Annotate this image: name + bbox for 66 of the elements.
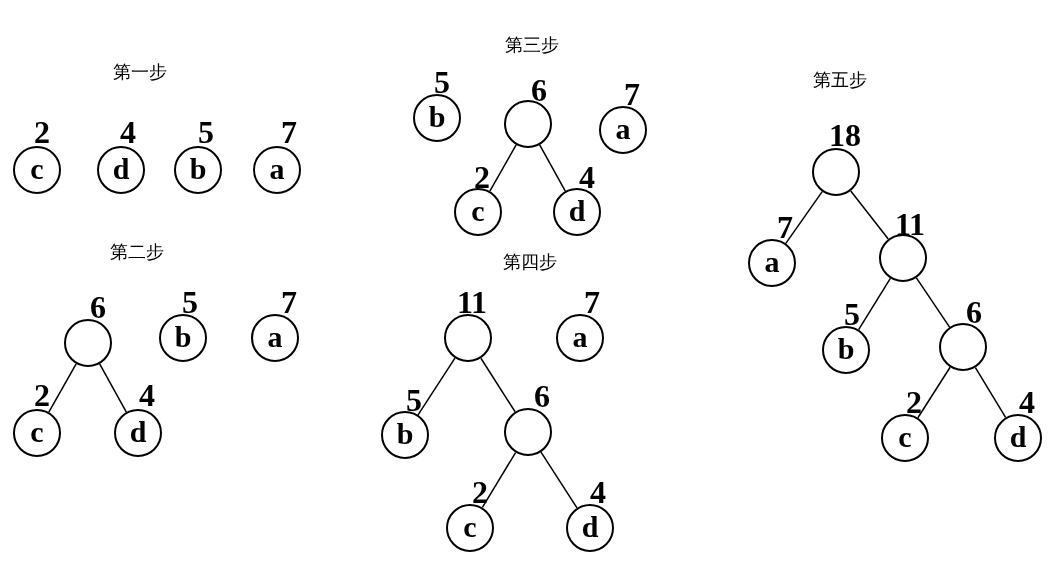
node-letter: d — [128, 416, 148, 447]
weight-number: 6 — [534, 381, 550, 411]
node-letter: a — [266, 321, 284, 352]
tree-edge — [857, 277, 892, 331]
tree-edge — [98, 363, 128, 413]
weight-number: 11 — [894, 209, 926, 239]
weight-number: 2 — [474, 162, 490, 192]
weight-number: 11 — [456, 287, 488, 317]
weight-number: 2 — [34, 117, 50, 147]
node-letter: c — [29, 153, 45, 184]
node-letter: b — [188, 153, 208, 184]
weight-number: 6 — [90, 292, 106, 322]
node-letter: d — [1008, 421, 1028, 452]
tree-edge — [540, 451, 578, 509]
step-title: 第五步 — [813, 70, 867, 90]
weight-number: 5 — [844, 299, 860, 329]
tree-edge — [917, 366, 951, 419]
tree-edge — [48, 363, 77, 413]
weight-number: 4 — [579, 162, 595, 192]
weight-number: 5 — [406, 385, 422, 415]
weight-number: 4 — [120, 117, 136, 147]
node-letter: a — [763, 246, 781, 277]
tree-edge — [850, 190, 889, 240]
tree-edge — [489, 144, 517, 192]
weight-number: 7 — [624, 79, 640, 109]
node-letter: c — [29, 416, 45, 447]
weight-number: 7 — [281, 287, 297, 317]
weight-number: 2 — [906, 387, 922, 417]
node-letter: d — [580, 511, 600, 542]
tree-edge — [974, 366, 1007, 419]
node-letter: a — [268, 153, 286, 184]
node-letter: b — [427, 101, 447, 132]
node-letter: a — [571, 321, 589, 352]
node-letter: d — [567, 195, 587, 226]
step-title: 第二步 — [110, 242, 164, 262]
tree-edge — [481, 451, 517, 509]
weight-number: 7 — [281, 117, 297, 147]
tree-edge — [785, 190, 823, 245]
step-title: 第四步 — [503, 252, 557, 272]
weight-number: 5 — [198, 117, 214, 147]
weight-number: 18 — [829, 120, 861, 150]
weight-number: 4 — [139, 380, 155, 410]
weight-number: 4 — [590, 477, 606, 507]
weight-number: 2 — [472, 477, 488, 507]
weight-number: 5 — [182, 287, 198, 317]
node-letter: b — [173, 321, 193, 352]
weight-number: 7 — [584, 287, 600, 317]
node-letter: c — [897, 421, 913, 452]
step-title: 第一步 — [113, 62, 167, 82]
tree-edge — [915, 277, 951, 328]
node-letter: b — [836, 333, 856, 364]
weight-number: 6 — [966, 297, 982, 327]
node-letter: b — [395, 418, 415, 449]
tree-edge — [417, 357, 456, 416]
node-letter: c — [470, 195, 486, 226]
node-letter: a — [614, 113, 632, 144]
weight-number: 5 — [434, 67, 450, 97]
weight-number: 4 — [1019, 387, 1035, 417]
tree-edge — [480, 357, 516, 413]
weight-number: 7 — [777, 212, 793, 242]
weight-number: 2 — [34, 380, 50, 410]
node-letter: c — [462, 511, 478, 542]
step-title: 第三步 — [505, 35, 559, 55]
tree-edge — [538, 144, 567, 192]
node-letter: d — [111, 153, 131, 184]
weight-number: 6 — [531, 75, 547, 105]
